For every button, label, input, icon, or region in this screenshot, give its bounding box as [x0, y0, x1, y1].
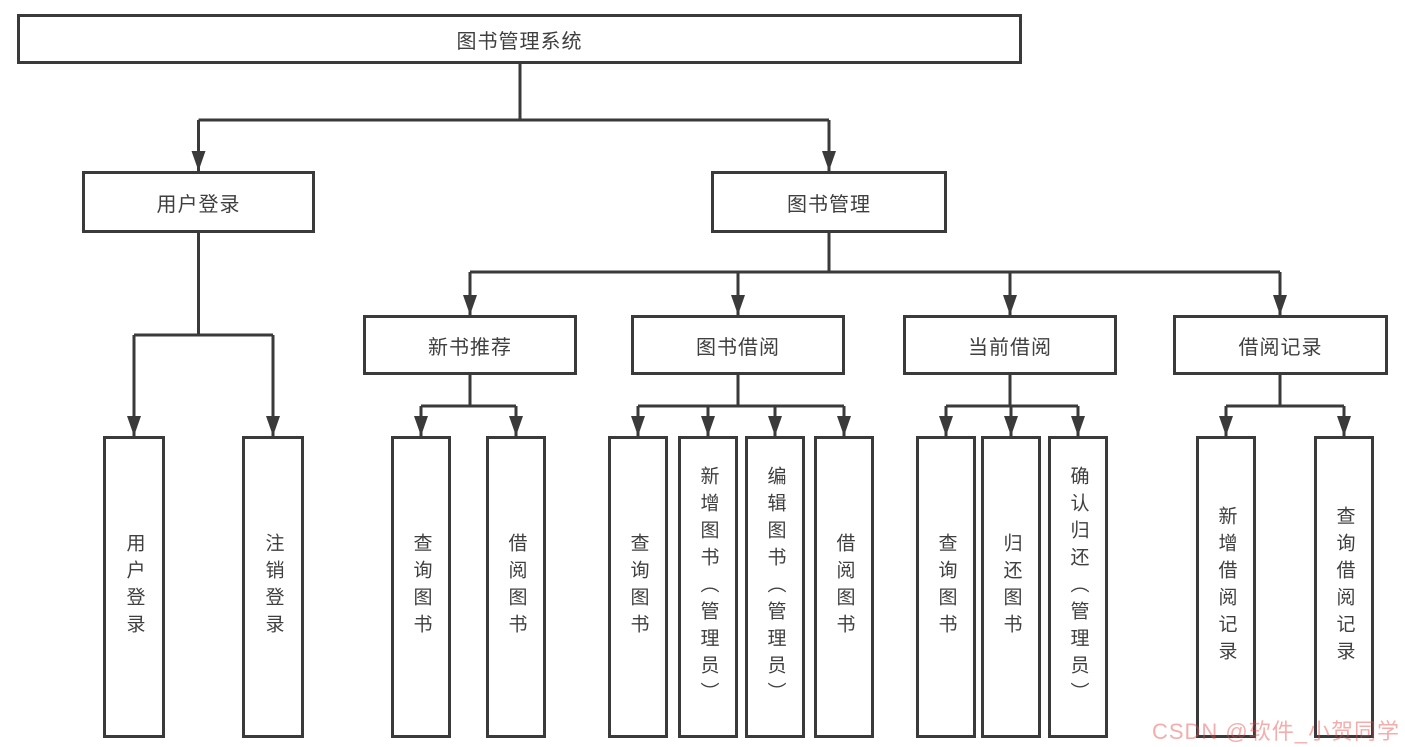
connector-bookmgmt-bus	[470, 233, 1280, 274]
leaf-query-books-borrow: 查询图书	[608, 436, 668, 738]
leaf-query-borrow-record: 查询借阅记录	[1314, 436, 1374, 738]
leaf-return-books-label: 归还图书	[1000, 533, 1022, 641]
node-new-book-recommend: 新书推荐	[363, 315, 577, 375]
leaf-query-books-current-label: 查询图书	[935, 533, 957, 641]
leaf-borrow-books-recommend: 借阅图书	[486, 436, 546, 738]
leaf-borrow-books-recommend-label: 借阅图书	[505, 533, 527, 641]
leaf-borrow-books-borrow: 借阅图书	[814, 436, 874, 738]
node-user-login: 用户登录	[82, 171, 315, 233]
node-current-borrow: 当前借阅	[903, 315, 1117, 375]
leaf-user-login: 用户登录	[103, 436, 165, 738]
connector-records-bus	[1226, 375, 1344, 408]
node-book-borrow: 图书借阅	[631, 315, 845, 375]
leaf-add-borrow-record-label: 新增借阅记录	[1215, 506, 1237, 668]
leaf-add-book-admin: 新增图书（管理员）	[678, 436, 738, 738]
leaf-logout-label: 注销登录	[262, 533, 284, 641]
leaf-query-books-borrow-label: 查询图书	[627, 533, 649, 641]
leaf-user-login-label: 用户登录	[123, 533, 145, 641]
connector-borrow-bus	[638, 375, 844, 408]
leaf-add-book-admin-label: 新增图书（管理员）	[697, 465, 719, 709]
leaf-query-books-current: 查询图书	[916, 436, 976, 738]
leaf-confirm-return-admin-label: 确认归还（管理员）	[1067, 465, 1089, 709]
leaf-return-books: 归还图书	[981, 436, 1041, 738]
leaf-confirm-return-admin: 确认归还（管理员）	[1048, 436, 1108, 738]
leaf-edit-book-admin-label: 编辑图书（管理员）	[764, 465, 786, 709]
leaf-add-borrow-record: 新增借阅记录	[1196, 436, 1256, 738]
leaf-logout: 注销登录	[242, 436, 304, 738]
watermark-text: CSDN @软件_小贺同学	[1151, 719, 1400, 744]
leaf-edit-book-admin: 编辑图书（管理员）	[745, 436, 805, 738]
connector-login-bus	[134, 233, 273, 337]
connector-current-bus	[946, 375, 1078, 408]
node-borrow-records: 借阅记录	[1173, 315, 1388, 375]
node-book-management: 图书管理	[711, 171, 947, 233]
connector-root-bus	[198, 64, 829, 122]
leaf-query-books-recommend: 查询图书	[391, 436, 451, 738]
leaf-borrow-books-borrow-label: 借阅图书	[833, 533, 855, 641]
leaf-query-borrow-record-label: 查询借阅记录	[1333, 506, 1355, 668]
node-library-management-system: 图书管理系统	[17, 14, 1022, 64]
connector-newbook-bus	[421, 375, 516, 408]
leaf-query-books-recommend-label: 查询图书	[410, 533, 432, 641]
